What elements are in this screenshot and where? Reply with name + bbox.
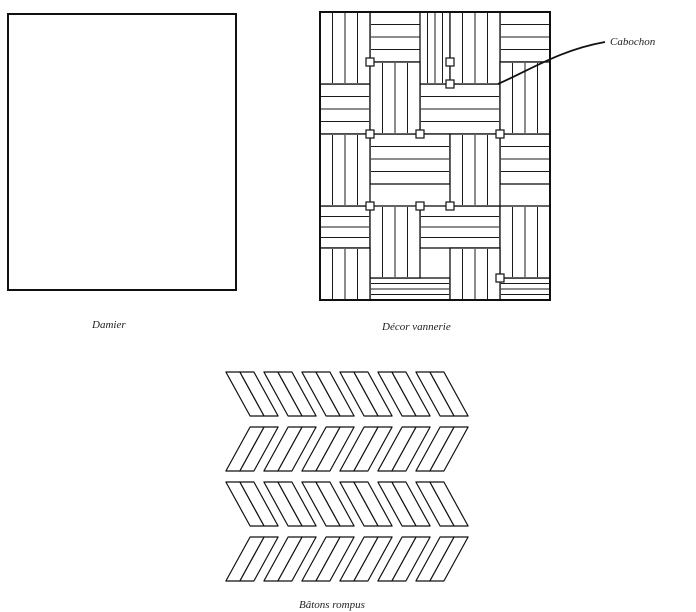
vannerie-pattern [320,12,550,300]
vannerie-vertical-block [370,206,420,278]
vannerie-vertical-block [500,62,550,134]
vannerie-horizontal-block [320,84,370,134]
damier-pattern [8,14,236,290]
vannerie-vertical-block [320,248,370,300]
cabochon-square [366,202,374,210]
vannerie-vertical-block [370,62,420,134]
vannerie-horizontal-block [420,84,500,134]
vannerie-vertical-block [320,12,370,84]
vannerie-horizontal-block [370,278,450,300]
cabochon-square [416,130,424,138]
vannerie-vertical-block [500,206,550,278]
cabochon-square [446,80,454,88]
vannerie-vertical-block [420,12,450,84]
cabochon-square [366,130,374,138]
cabochon-square [446,58,454,66]
vannerie-horizontal-block [320,206,370,248]
damier-frame [8,14,236,290]
cabochon-square [496,130,504,138]
cabochon-square [366,58,374,66]
damier-caption: Damier [91,319,126,331]
vannerie-horizontal-block [500,134,550,184]
vannerie-horizontal-block [420,206,500,248]
vannerie-vertical-block [450,248,500,300]
cabochon-square [496,274,504,282]
vannerie-vertical-block [320,134,370,206]
cabochon-square [416,202,424,210]
batons-rompus-pattern [226,372,468,581]
vannerie-vertical-block [450,134,500,206]
vannerie-caption: Décor vannerie [381,321,451,333]
cabochon-label: Cabochon [610,36,656,48]
cabochon-square [446,202,454,210]
vannerie-horizontal-block [370,134,450,184]
vannerie-horizontal-block [500,278,550,300]
vannerie-vertical-block [450,12,500,84]
batons-rompus-caption: Bâtons rompus [299,599,365,611]
vannerie-horizontal-block [500,12,550,62]
